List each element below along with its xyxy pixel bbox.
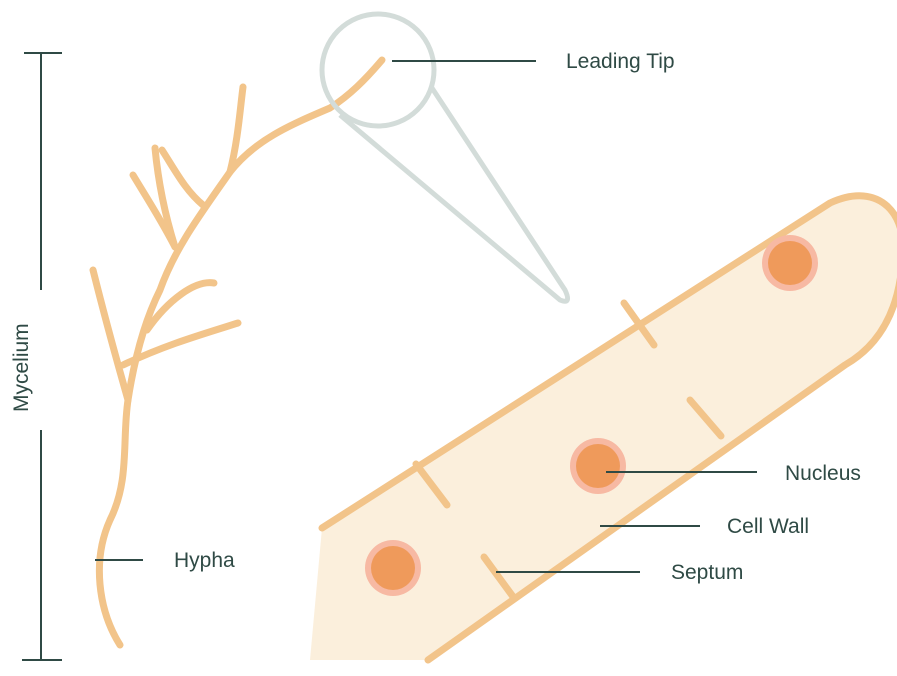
nucleus-label: Nucleus [785,462,861,485]
magnifier-callout [322,14,568,301]
nucleus-1 [365,540,421,596]
nucleus-2 [570,438,626,494]
leading-tip-label: Leading Tip [566,50,675,73]
cell-wall-label: Cell Wall [727,515,809,538]
hypha-cell [310,196,897,660]
septum-label: Septum [671,561,743,584]
hypha-label: Hypha [174,549,235,572]
nucleus-3 [762,235,818,291]
mycelium-label: Mycelium [10,323,33,412]
